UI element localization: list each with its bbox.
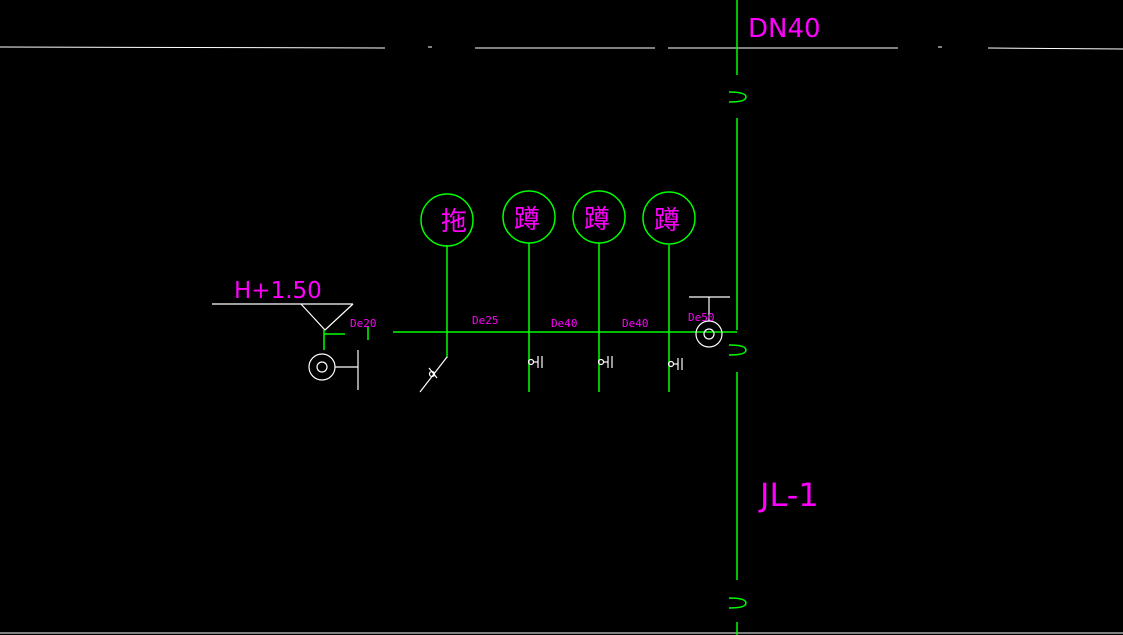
fixture-label: 蹲 [654, 206, 680, 236]
elevation-marker [212, 303, 354, 331]
riser-joint-icon [695, 320, 723, 348]
fixture-circle-squat-toilet-1 [502, 190, 556, 244]
water-meter-icon [308, 350, 359, 390]
pipe-size-label: De50 [688, 311, 715, 324]
fixture-label: 蹲 [514, 205, 540, 235]
pipe-size-label: De40 [551, 317, 578, 330]
frame-border [0, 46, 1123, 634]
riser-size-label: DN40 [748, 14, 821, 44]
flush-valves [527, 356, 683, 370]
pipe-size-labels: De20 De25 De40 De40 De50 [350, 311, 715, 330]
fixture-circle-squat-toilet-3 [642, 191, 696, 245]
elevation-triangle-icon [300, 303, 354, 331]
riser-name-label: JL-1 [758, 476, 819, 514]
pipe-size-label: De25 [472, 314, 499, 327]
pipe-size-label: De20 [350, 317, 377, 330]
frame-border-segment [987, 47, 1123, 50]
pipe-break-symbol [728, 344, 747, 356]
pipe-break-symbol [728, 597, 747, 609]
fixture-circles [420, 190, 696, 247]
pipe-size-label: De40 [622, 317, 649, 330]
frame-border-segment [0, 46, 386, 49]
fixture-label: 蹲 [584, 205, 610, 235]
left-stub [323, 326, 369, 350]
fixture-circle-squat-toilet-2 [572, 190, 626, 244]
riser-joint-inner [703, 328, 715, 340]
elevation-label: H+1.50 [234, 278, 322, 304]
riser-pipe [728, 0, 747, 635]
fixture-circle-mop-sink [420, 193, 474, 247]
flush-valve-icon [527, 356, 543, 368]
pipe-break-symbol [728, 91, 747, 103]
flush-valve-icon [597, 356, 613, 368]
riser-connection [689, 296, 730, 348]
fixture-label: 拖 [441, 207, 467, 237]
faucet-icon [419, 356, 448, 393]
flush-valve-icon [667, 358, 683, 370]
fixture-drops [446, 243, 670, 392]
fixture-labels: 拖 蹲 蹲 蹲 [441, 205, 680, 237]
